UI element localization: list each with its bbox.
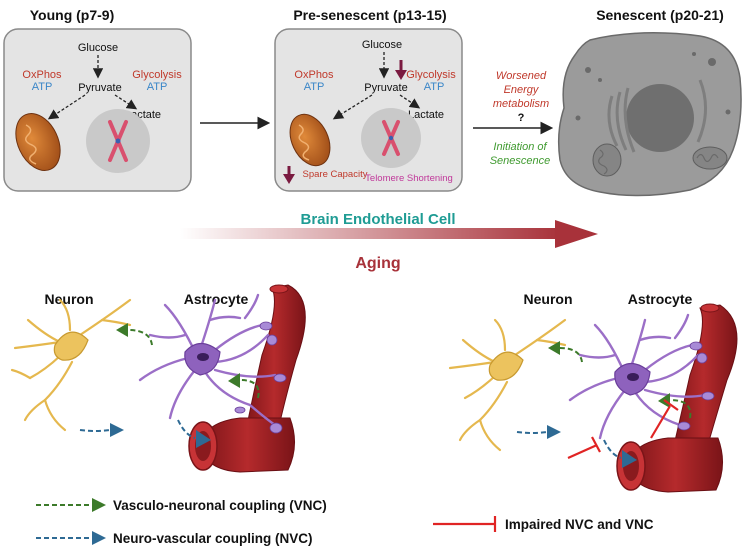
astrocyte-nucleus-left (197, 353, 209, 361)
oxphos-atp-label-2: ATP (304, 81, 325, 93)
astrocyte-endfeet-right (677, 341, 715, 431)
legend-nvc (36, 531, 106, 545)
legend-impaired (433, 516, 497, 532)
neuron-soma-left (53, 331, 89, 361)
senescent-cell (557, 32, 742, 197)
worsened-line-1: Worsened (496, 70, 547, 82)
glycolysis-label: Glycolysis (132, 69, 182, 81)
legend-nvc-label: Neuro-vascular coupling (NVC) (113, 531, 313, 546)
worsened-line-2: Energy (504, 84, 540, 96)
astrocyte-label-right: Astrocyte (628, 291, 693, 307)
vnc-arrow-right-1 (548, 341, 583, 363)
oxphos-label: OxPhos (22, 69, 62, 81)
legend-vnc (36, 498, 106, 512)
spare-capacity-decrease-arrow-icon (283, 166, 295, 184)
stage-young-title: Young (p7-9) (30, 7, 115, 23)
nucleus-chromosome-icon (86, 109, 150, 173)
nvc-arrow-left-1 (79, 423, 124, 437)
oxphos-label-2: OxPhos (294, 69, 334, 81)
astrocyte-nucleus-right (627, 373, 639, 381)
oxphos-atp-label: ATP (32, 81, 53, 93)
glycolysis-decrease-arrow-icon (395, 60, 407, 80)
pyruvate-label-2: Pyruvate (364, 82, 407, 94)
glucose-label-2: Glucose (362, 39, 402, 51)
neuron-label-right: Neuron (524, 291, 573, 307)
blood-vessel-left (188, 284, 306, 473)
nvc-arrow-right-2 (603, 439, 637, 468)
question-mark: ? (518, 112, 525, 124)
vnc-arrow-left-1 (116, 323, 153, 346)
glycolysis-label-2: Glycolysis (406, 69, 456, 81)
glucose-label: Glucose (78, 42, 118, 54)
nucleus-chromosome-icon-2 (361, 108, 421, 168)
nvc-arrow-left-2 (177, 419, 211, 448)
vnc-arrow-left-2 (228, 373, 260, 399)
presenescent-cell: Glucose OxPhos ATP Glycolysis ATP Pyruva… (274, 28, 463, 192)
inhibit-symbol-1 (650, 399, 679, 439)
legend-vnc-label: Vasculo-neuronal coupling (VNC) (113, 498, 327, 513)
mitochondrion-icon-2 (289, 113, 331, 167)
stage-senescent-title: Senescent (p20-21) (596, 7, 724, 23)
legend-impaired-label: Impaired NVC and VNC (505, 517, 654, 532)
astrocyte-right (568, 313, 707, 440)
endothelial-label: Brain Endothelial Cell (300, 211, 455, 228)
neuron-soma-right (488, 351, 524, 381)
stage-presenescent-title: Pre-senescent (p13-15) (293, 7, 446, 23)
neuron-label-left: Neuron (45, 291, 94, 307)
lactate-label-2: Lactate (408, 109, 444, 121)
blood-vessel-right (616, 303, 738, 493)
telomere-label: Telomere Shortening (365, 173, 453, 184)
astrocyte-label-left: Astrocyte (184, 291, 249, 307)
spare-capacity-label: Spare Capacity (303, 169, 368, 180)
astrocyte-left (138, 293, 277, 427)
senescent-mitochondrion-icon-2 (592, 143, 622, 177)
worsened-line-3: metabolism (493, 98, 549, 110)
initiation-line-2: Senescence (490, 155, 551, 167)
nvc-arrow-right-1 (516, 425, 561, 439)
mitochondrion-icon (15, 113, 61, 171)
neuron-left (10, 298, 132, 432)
senescent-mitochondrion-icon (692, 146, 728, 170)
inhibit-symbol-2 (567, 436, 601, 460)
aging-label: Aging (355, 255, 400, 272)
glycolysis-atp-label-2: ATP (424, 81, 445, 93)
pyruvate-label: Pyruvate (78, 82, 121, 94)
young-cell: Glucose OxPhos ATP Glycolysis ATP Pyruva… (3, 28, 192, 192)
glycolysis-atp-label: ATP (147, 81, 168, 93)
astrocyte-endfeet-left (234, 321, 287, 434)
initiation-line-1: Initiation of (493, 141, 547, 153)
aging-arrow (180, 220, 598, 248)
